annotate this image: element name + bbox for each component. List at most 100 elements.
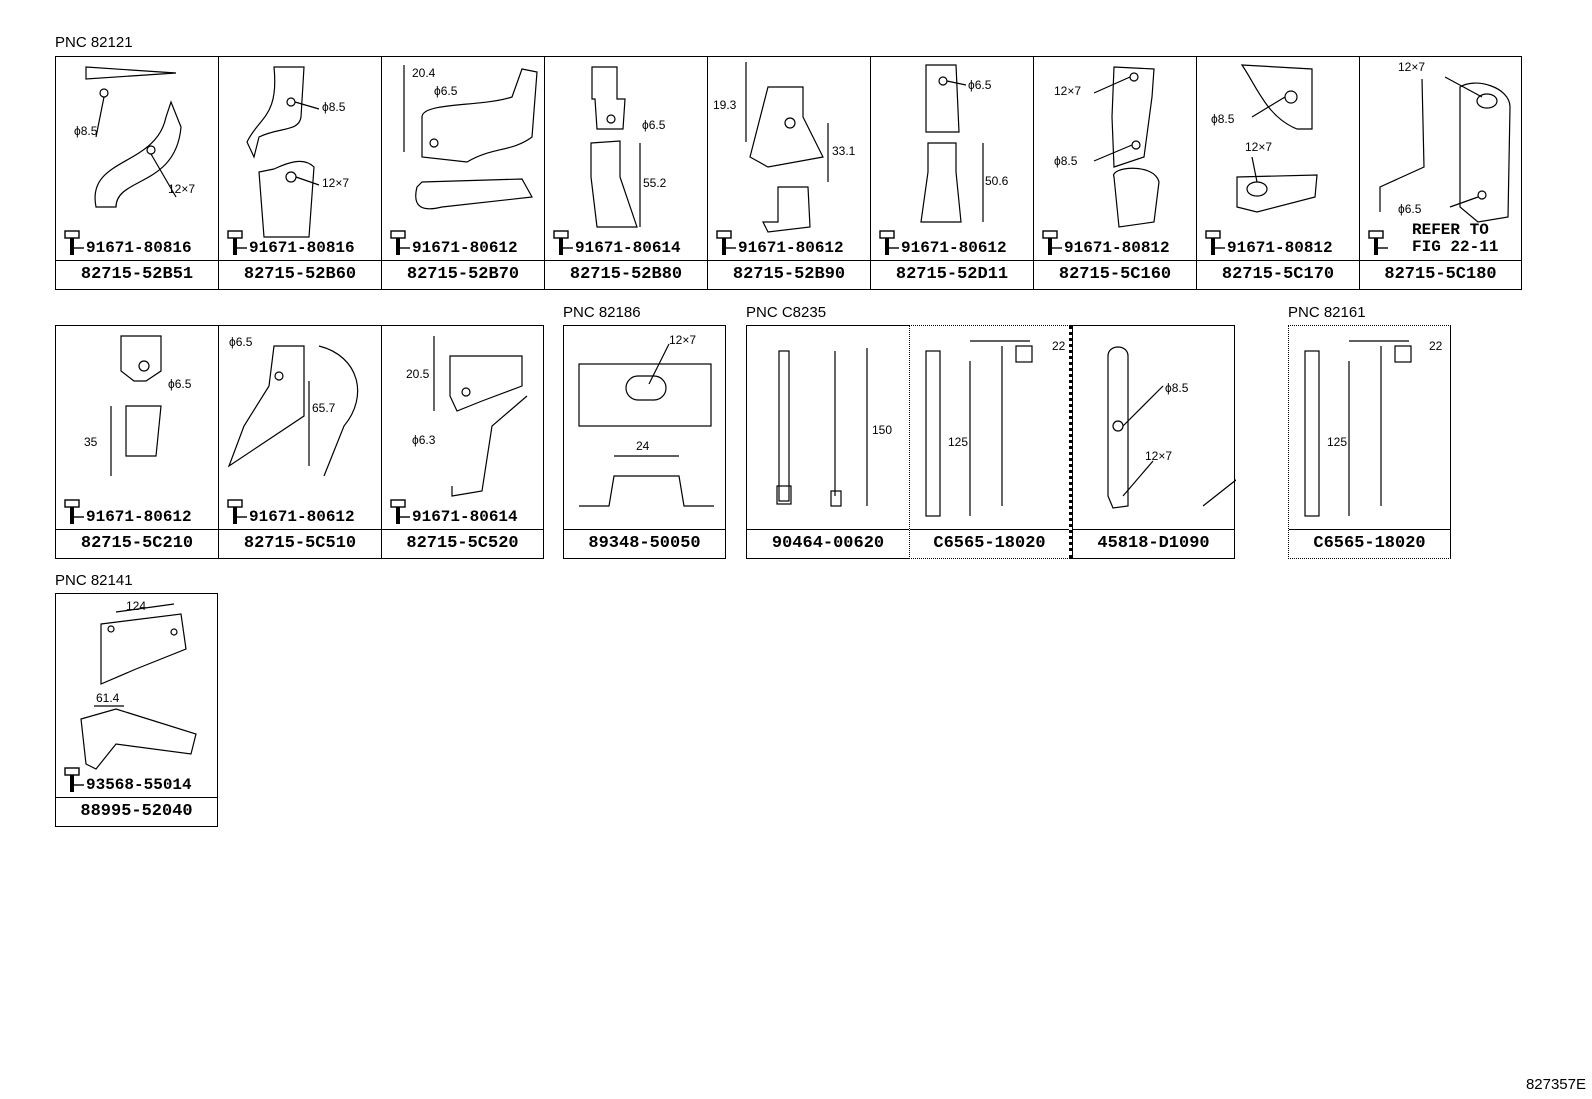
part-cell[interactable]: 12×7 ϕ6.5 REFER TO FIG 22-11 82715-5C180 <box>1359 56 1522 290</box>
part-number: 82715-52B90 <box>708 260 870 289</box>
part-number: 89348-50050 <box>564 529 725 558</box>
bolt-icon <box>227 499 247 524</box>
bolt-number: 91671-80816 <box>249 239 355 257</box>
dim-label: 12×7 <box>1054 84 1081 98</box>
bolt-icon <box>1205 230 1225 255</box>
part-number: 82715-5C520 <box>382 529 543 558</box>
part-cell[interactable]: ϕ6.5 50.6 91671-80612 82715-52D11 <box>870 56 1033 290</box>
dim-label: ϕ6.5 <box>229 335 253 349</box>
bolt-icon <box>390 499 410 524</box>
bolt-number: 91671-80816 <box>86 239 192 257</box>
part-number: 88995-52040 <box>56 797 217 826</box>
bolt-icon <box>227 230 247 255</box>
row-82141: 124 61.4 93568-55014 88995-52040 <box>55 593 218 827</box>
part-cell[interactable]: ϕ8.5 12×7 91671-80816 82715-52B51 <box>55 56 218 290</box>
drawing-code: 827357E <box>1525 1076 1586 1093</box>
bolt-icon <box>716 230 736 255</box>
part-number: 82715-5C180 <box>1360 260 1521 289</box>
dim-label: 19.3 <box>713 98 737 112</box>
pnc-label-82141: PNC 82141 <box>55 572 133 589</box>
part-number: 82715-5C160 <box>1034 260 1196 289</box>
dim-label: 125 <box>948 435 968 449</box>
bolt-callout: 91671-80614 <box>388 499 518 525</box>
dim-label: ϕ6.3 <box>412 433 436 447</box>
dim-label: ϕ8.5 <box>1165 381 1189 395</box>
bolt-callout: 91671-80612 <box>62 499 192 525</box>
part-cell[interactable]: 22 125 C6565-18020 <box>909 325 1072 559</box>
part-number: 82715-52B51 <box>56 260 218 289</box>
part-number: 82715-52B60 <box>219 260 381 289</box>
row-82121-continued: ϕ6.5 35 91671-80612 82715-5C210 ϕ6.5 65.… <box>55 325 544 559</box>
bolt-number: 91671-80612 <box>249 508 355 526</box>
part-cell[interactable]: ϕ6.5 65.7 91671-80612 82715-5C510 <box>218 325 381 559</box>
dim-label: 125 <box>1327 435 1347 449</box>
dim-label: ϕ8.5 <box>322 100 346 114</box>
bolt-callout: 91671-80816 <box>62 230 192 256</box>
bolt-callout: 93568-55014 <box>62 767 192 793</box>
bolt-callout: 91671-80812 <box>1040 230 1170 256</box>
dim-label: ϕ6.5 <box>1398 202 1422 216</box>
part-cell[interactable]: ϕ8.5 12×7 91671-80816 82715-52B60 <box>218 56 381 290</box>
bolt-number: 91671-80812 <box>1227 239 1333 257</box>
dim-label: 22 <box>1429 339 1443 353</box>
bolt-number: 91671-80812 <box>1064 239 1170 257</box>
part-cell[interactable]: 150 90464-00620 <box>746 325 909 559</box>
dim-label: 12×7 <box>1145 449 1172 463</box>
bolt-number: 91671-80612 <box>738 239 844 257</box>
bolt-icon <box>1368 230 1388 255</box>
part-cell[interactable]: ϕ8.5 12×7 91671-80812 82715-5C170 <box>1196 56 1359 290</box>
dim-label: ϕ6.5 <box>642 118 666 132</box>
dim-label: ϕ6.5 <box>434 84 458 98</box>
part-cell[interactable]: 20.5 ϕ6.3 91671-80614 82715-5C520 <box>381 325 544 559</box>
dim-label: 55.2 <box>643 176 667 190</box>
dim-label: 65.7 <box>312 401 336 415</box>
bolt-callout: 91671-80612 <box>388 230 518 256</box>
part-cell[interactable]: ϕ6.5 35 91671-80612 82715-5C210 <box>55 325 218 559</box>
bolt-icon <box>1042 230 1062 255</box>
dim-label: 35 <box>84 435 98 449</box>
pnc-label-82121: PNC 82121 <box>55 34 133 51</box>
dim-label: 12×7 <box>1398 60 1425 74</box>
bolt-callout: 91671-80812 <box>1203 230 1333 256</box>
dim-label: ϕ6.5 <box>168 377 192 391</box>
dim-label: ϕ8.5 <box>1054 154 1078 168</box>
refer-line: REFER TO <box>1412 221 1489 239</box>
bolt-icon <box>64 767 84 792</box>
part-cell[interactable]: ϕ8.5 12×7 45818-D1090 <box>1072 325 1236 559</box>
bolt-icon <box>390 230 410 255</box>
part-cell[interactable]: ϕ6.5 55.2 91671-80614 82715-52B80 <box>544 56 707 290</box>
bolt-icon <box>64 499 84 524</box>
pnc-label-c8235: PNC C8235 <box>746 304 827 321</box>
bolt-callout: 91671-80612 <box>714 230 844 256</box>
dim-label: 150 <box>872 423 892 437</box>
bolt-callout: 91671-80614 <box>551 230 681 256</box>
part-number: 82715-5C170 <box>1197 260 1359 289</box>
part-cell[interactable]: 22 125 C6565-18020 <box>1288 325 1451 559</box>
part-number: 45818-D1090 <box>1073 529 1234 558</box>
dim-label: 22 <box>1052 339 1066 353</box>
dim-label: 24 <box>636 439 650 453</box>
row-82186: 12×7 24 89348-50050 <box>563 325 726 559</box>
bolt-callout <box>1366 230 1388 256</box>
row-82161: 22 125 C6565-18020 <box>1288 325 1451 559</box>
bolt-number: 91671-80612 <box>901 239 1007 257</box>
dim-label: 33.1 <box>832 144 856 158</box>
refer-line: FIG 22-11 <box>1412 238 1499 256</box>
dim-label: 124 <box>126 599 146 613</box>
bolt-number: 91671-80614 <box>575 239 681 257</box>
part-cell[interactable]: 12×7 24 89348-50050 <box>563 325 726 559</box>
part-cell[interactable]: 12×7 ϕ8.5 91671-80812 82715-5C160 <box>1033 56 1196 290</box>
dim-label: 50.6 <box>985 174 1009 188</box>
dim-label: 20.4 <box>412 66 436 80</box>
part-cell[interactable]: 19.3 33.1 91671-80612 82715-52B90 <box>707 56 870 290</box>
dim-label: 12×7 <box>669 333 696 347</box>
bolt-number: 91671-80612 <box>412 239 518 257</box>
dim-label: 12×7 <box>168 182 195 196</box>
part-number: 90464-00620 <box>747 529 909 558</box>
part-cell[interactable]: 124 61.4 93568-55014 88995-52040 <box>55 593 218 827</box>
pnc-label-82186: PNC 82186 <box>563 304 641 321</box>
part-cell[interactable]: 20.4 ϕ6.5 91671-80612 82715-52B70 <box>381 56 544 290</box>
part-number: 82715-52B80 <box>545 260 707 289</box>
bolt-icon <box>64 230 84 255</box>
bracket-body-shape <box>94 100 182 208</box>
